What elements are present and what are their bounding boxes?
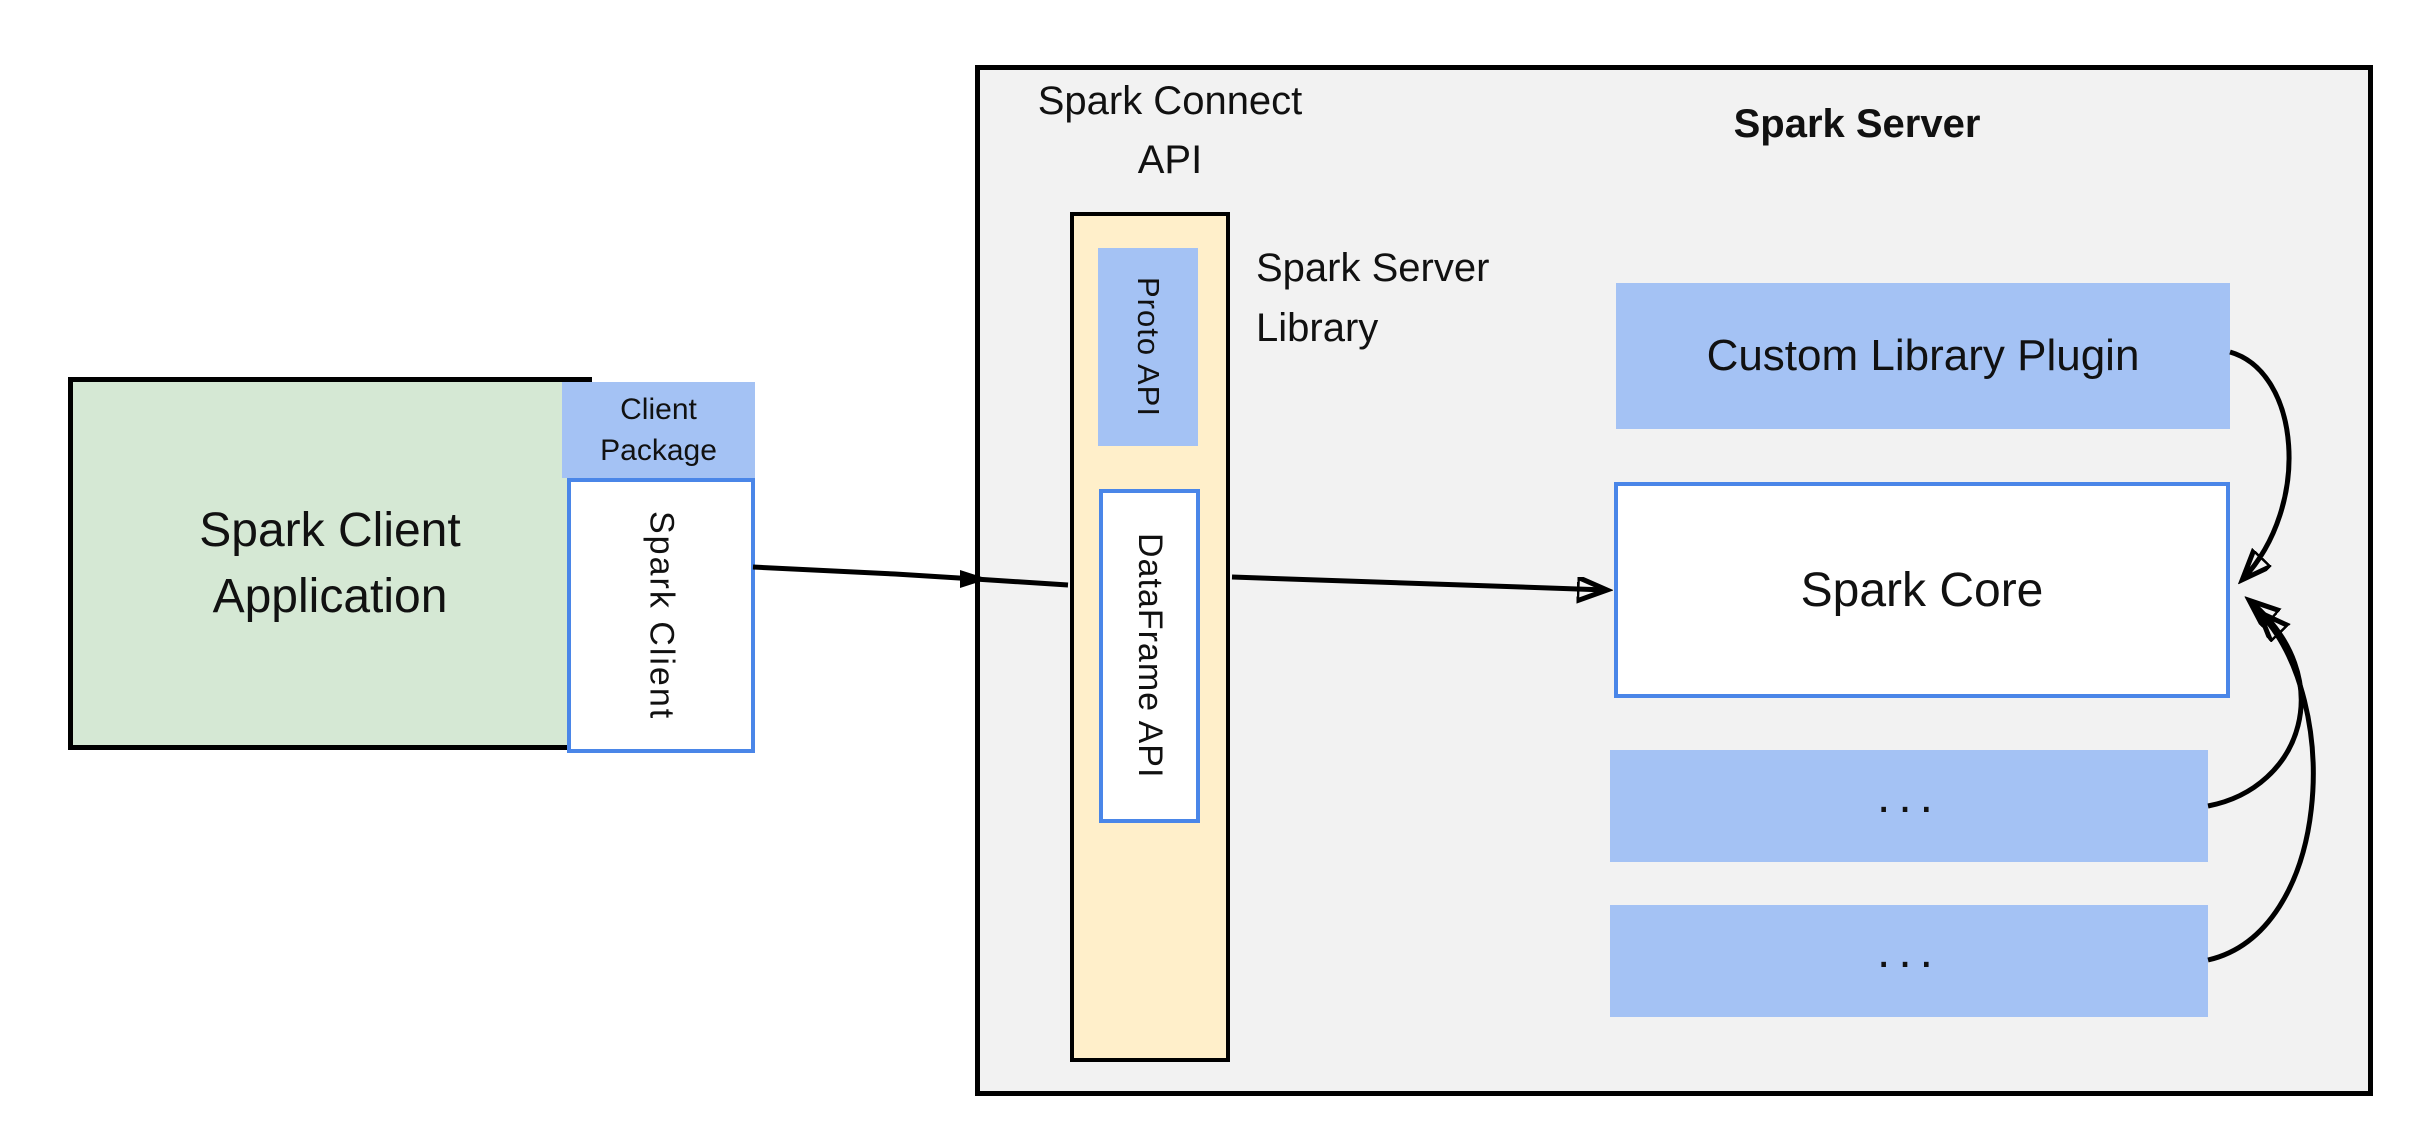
spark-client-application-label: Spark Client Application xyxy=(199,503,461,623)
spark-core-box: Spark Core xyxy=(1614,482,2230,698)
client-package-box: Client Package xyxy=(562,382,755,478)
more-plugins-box-1: ... xyxy=(1610,750,2208,862)
spark-connect-api-label: Spark Connect API xyxy=(1037,79,1303,182)
proto-api-label: Proto API xyxy=(1131,277,1166,417)
spark-client-box: Spark Client xyxy=(567,478,755,753)
more-plugins-label-2: ... xyxy=(1876,924,1941,978)
custom-library-plugin-box: Custom Library Plugin xyxy=(1616,283,2230,429)
more-plugins-label-1: ... xyxy=(1876,769,1941,823)
client-package-label: Client Package xyxy=(600,393,717,467)
spark-core-label: Spark Core xyxy=(1800,563,2044,617)
spark-server-library-label: Spark Server Library xyxy=(1256,246,1490,350)
proto-api-box: Proto API xyxy=(1098,248,1198,446)
spark-server-title: Spark Server xyxy=(1733,102,1981,146)
dataframe-api-box: DataFrame API xyxy=(1099,489,1200,823)
custom-library-plugin-label: Custom Library Plugin xyxy=(1706,331,2140,380)
dataframe-api-label: DataFrame API xyxy=(1131,533,1169,779)
spark-client-label: Spark Client xyxy=(642,510,681,721)
spark-client-application-box: Spark Client Application xyxy=(68,377,592,750)
more-plugins-box-2: ... xyxy=(1610,905,2208,1017)
